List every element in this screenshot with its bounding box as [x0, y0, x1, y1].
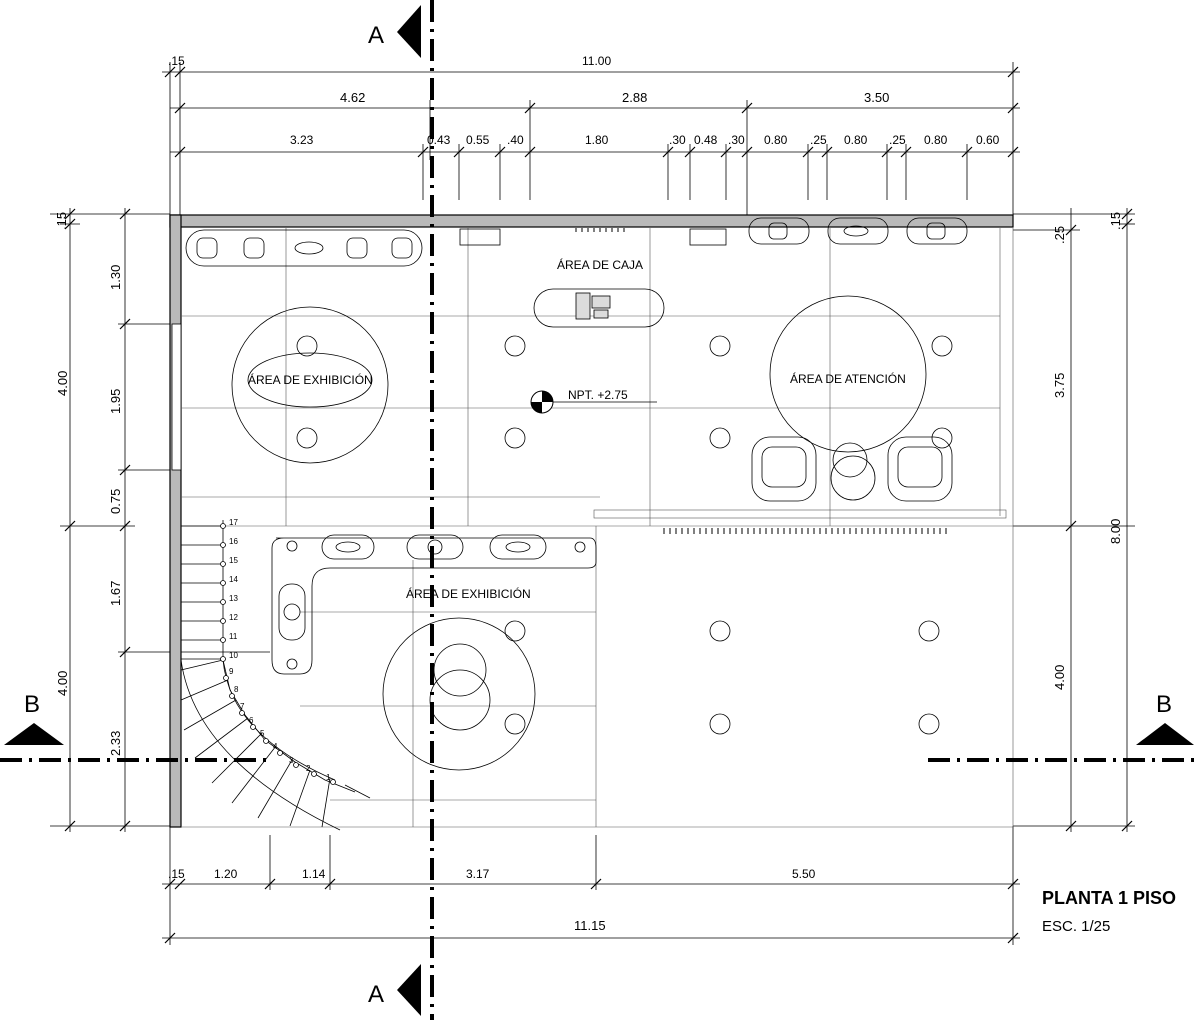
display-counter-lower [271, 534, 597, 675]
stair-step-1: 1 [326, 773, 331, 782]
section-label-a-top: A [368, 22, 384, 49]
section-label-b-right: B [1156, 691, 1172, 718]
stair-step-9: 9 [229, 667, 234, 676]
display-table-upper [231, 306, 389, 464]
dim-bottom-5: 5.50 [792, 867, 816, 881]
extension-lines [50, 62, 1135, 945]
window-hatch-mid [663, 528, 947, 534]
drawing-scale: ESC. 1/25 [1042, 918, 1111, 935]
dim-top-detail-5: 1.80 [585, 133, 609, 147]
stair-step-17: 17 [229, 518, 238, 527]
dim-top-detail-14: 0.60 [976, 133, 1000, 147]
stair-numbers: 17 16 15 14 13 12 11 10 9 8 7 6 5 4 3 2 … [229, 518, 331, 782]
bottom-dimension-ticks [164, 878, 1019, 944]
window-hatch-top [575, 228, 625, 232]
dim-bottom-3: 1.14 [302, 867, 326, 881]
dim-top-detail-9: 0.80 [764, 133, 788, 147]
bottom-dimension-lines [162, 835, 1020, 939]
drawing-title: PLANTA 1 PISO [1042, 888, 1177, 908]
dim-top-detail-12: .25 [889, 133, 906, 147]
dim-top-detail-11: 0.80 [844, 133, 868, 147]
floor-grid [181, 228, 1014, 828]
armchair-right [887, 436, 953, 502]
dim-top-detail-6: .30 [669, 133, 686, 147]
dim-left-inner-3: 0.75 [108, 489, 123, 514]
right-dimension-lines [1013, 208, 1135, 832]
stair-step-13: 13 [229, 594, 238, 603]
dim-left-outer-3: 4.00 [55, 671, 70, 696]
stair-step-2: 2 [306, 764, 311, 773]
dim-left-outer-2: 4.00 [55, 371, 70, 396]
stair-step-12: 12 [229, 613, 238, 622]
ceiling-lights [504, 335, 953, 735]
right-dimension-ticks [1065, 208, 1133, 832]
stair-step-8: 8 [234, 685, 239, 694]
dim-bottom-2: 1.20 [214, 867, 238, 881]
dim-top-detail-7: 0.48 [694, 133, 718, 147]
stair-treads [180, 520, 371, 831]
level-label: NPT. +2.75 [568, 388, 628, 402]
dim-top-offset: .15 [168, 54, 185, 68]
wall-opening [171, 323, 182, 471]
dim-top-detail-13: 0.80 [924, 133, 948, 147]
dim-top-detail-1: 3.23 [290, 133, 314, 147]
dim-right-outer-2: 8.00 [1108, 519, 1123, 544]
stair-step-14: 14 [229, 575, 238, 584]
dim-top-mid-3: 3.50 [864, 90, 889, 105]
display-counter-upper [185, 229, 423, 267]
dim-top-detail-8: .30 [728, 133, 745, 147]
left-dimension-ticks [64, 208, 131, 832]
dim-left-inner-4: 1.67 [108, 581, 123, 606]
stair-step-15: 15 [229, 556, 238, 565]
dim-top-detail-4: .40 [507, 133, 524, 147]
dim-right-inner-1: .25 [1052, 226, 1067, 244]
attention-table [769, 295, 927, 453]
left-dimension-lines [60, 208, 270, 832]
dim-top-mid-2: 2.88 [622, 90, 647, 105]
armchair-left [751, 436, 817, 502]
stair-step-3: 3 [289, 756, 294, 765]
stair-step-6: 6 [249, 716, 254, 725]
dim-right-inner-3: 4.00 [1052, 665, 1067, 690]
room-label-cash: ÁREA DE CAJA [557, 257, 643, 272]
section-label-a-bottom: A [368, 981, 384, 1008]
side-table [830, 442, 876, 501]
level-marker [530, 390, 657, 414]
dim-top-detail-3: 0.55 [466, 133, 490, 147]
cash-counter [459, 228, 727, 328]
dim-left-inner-2: 1.95 [108, 389, 123, 414]
stair-step-10: 10 [229, 651, 238, 660]
stair-step-16: 16 [229, 537, 238, 546]
stair-step-5: 5 [260, 729, 265, 738]
stair-step-11: 11 [229, 632, 238, 641]
dim-left-inner-5: 2.33 [108, 731, 123, 756]
dim-top-total: 11.00 [582, 54, 611, 68]
stair-step-7: 7 [240, 702, 245, 711]
display-niches-top-right [748, 217, 968, 245]
dim-bottom-1: .15 [168, 867, 185, 881]
section-arrows [4, 5, 1194, 1016]
top-dimension-ticks [164, 66, 1019, 158]
dim-bottom-4: 3.17 [466, 867, 490, 881]
dim-bottom-total: 11.15 [574, 918, 606, 933]
dim-left-inner-1: 1.30 [108, 265, 123, 290]
dim-right-outer-1: .15 [1108, 212, 1123, 230]
room-label-display-upper: ÁREA DE EXHIBICIÓN [248, 372, 373, 387]
dim-top-mid-1: 4.62 [340, 90, 365, 105]
section-label-b-left: B [24, 691, 40, 718]
dim-right-inner-2: 3.75 [1052, 373, 1067, 398]
room-label-display-lower: ÁREA DE EXHIBICIÓN [406, 586, 531, 601]
stair-step-4: 4 [273, 742, 278, 751]
room-label-attention: ÁREA DE ATENCIÓN [790, 371, 906, 386]
dim-top-detail-10: .25 [810, 133, 827, 147]
stair-markers [220, 523, 336, 785]
walls [169, 214, 1014, 828]
dim-left-outer-1: .15 [54, 212, 69, 230]
